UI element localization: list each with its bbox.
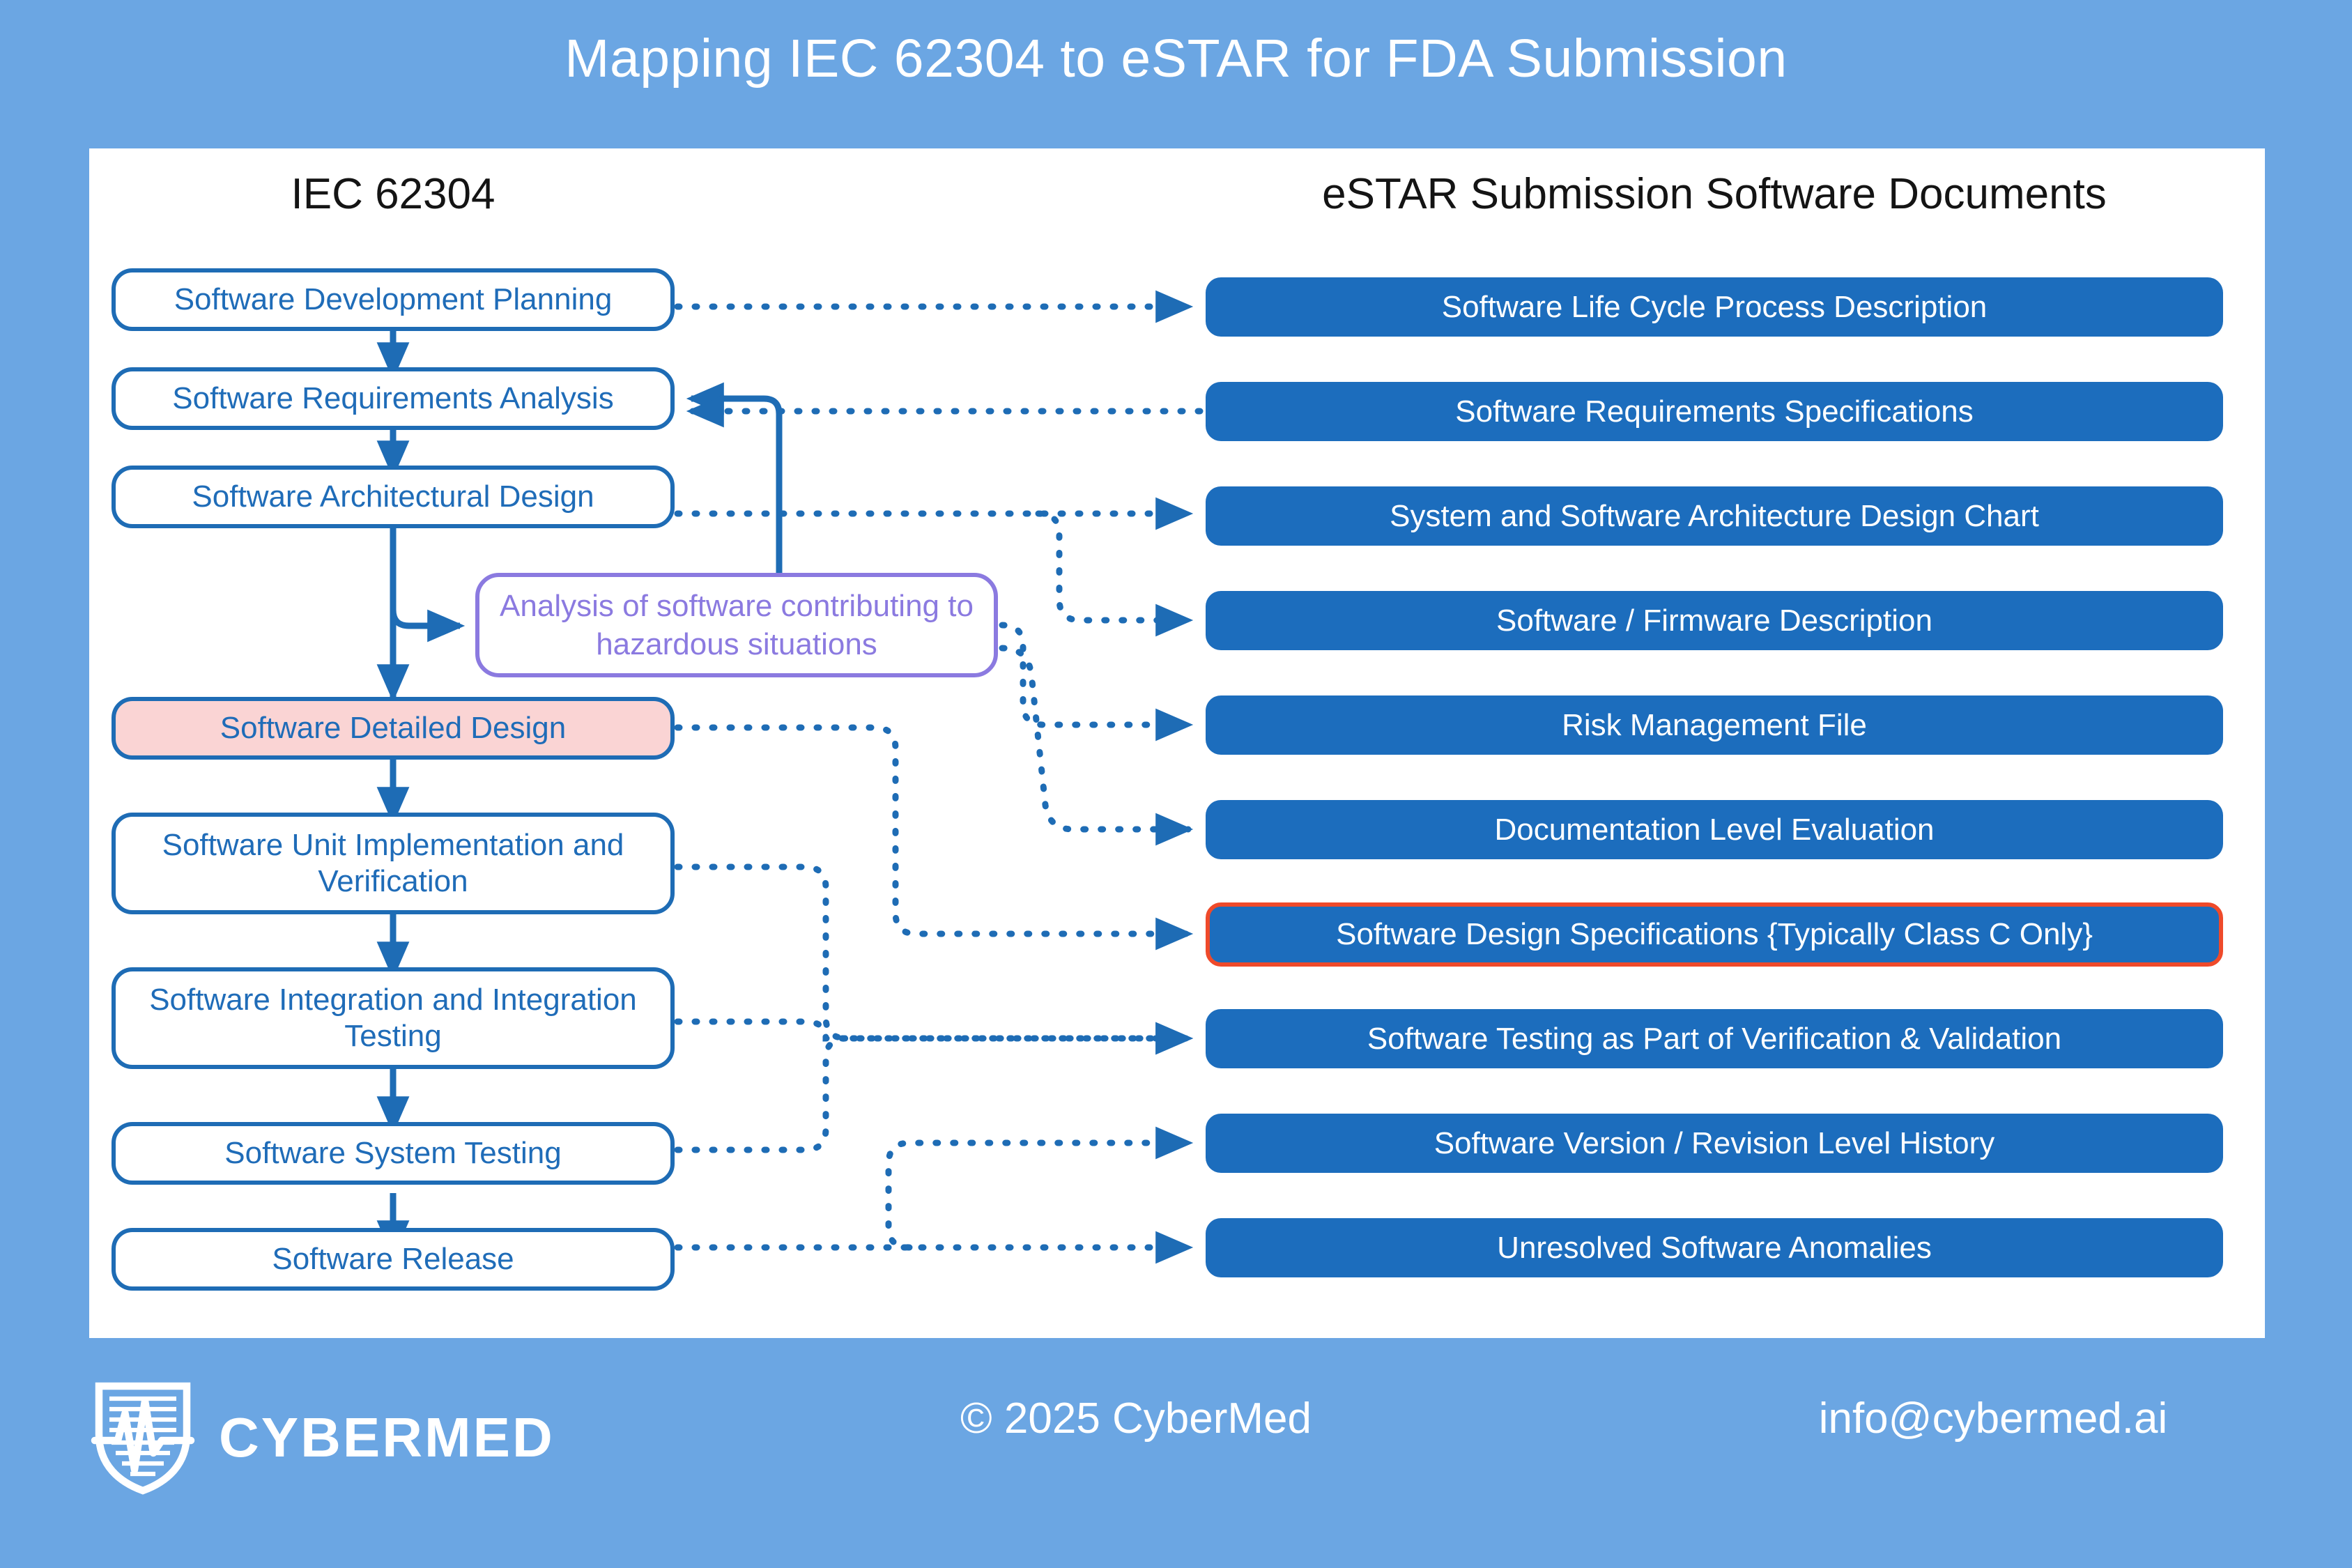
brand-logo: CYBERMED (91, 1380, 555, 1495)
estar-doc-label: Software Design Specifications {Typicall… (1336, 917, 2093, 951)
estar-doc-risk-file[interactable]: Risk Management File (1206, 695, 2223, 755)
estar-doc-design-specs[interactable]: Software Design Specifications {Typicall… (1206, 902, 2223, 967)
estar-doc-label: Software Requirements Specifications (1455, 394, 1974, 429)
iec-stage-requirements[interactable]: Software Requirements Analysis (112, 367, 675, 430)
iec-stage-label: Software Architectural Design (192, 479, 594, 514)
estar-doc-lifecycle[interactable]: Software Life Cycle Process Description (1206, 277, 2223, 337)
iec-stage-unit-implementation[interactable]: Software Unit Implementation and Verific… (112, 813, 675, 914)
column-header-iec: IEC 62304 (291, 170, 495, 218)
iec-stage-integration[interactable]: Software Integration and Integration Tes… (112, 967, 675, 1069)
iec-stage-planning[interactable]: Software Development Planning (112, 268, 675, 331)
brand-name: CYBERMED (219, 1406, 555, 1468)
estar-doc-doc-level[interactable]: Documentation Level Evaluation (1206, 800, 2223, 859)
iec-stage-label: Software Requirements Analysis (172, 381, 614, 416)
estar-doc-label: Software / Firmware Description (1496, 603, 1932, 638)
iec-stage-release[interactable]: Software Release (112, 1228, 675, 1291)
estar-doc-testing[interactable]: Software Testing as Part of Verification… (1206, 1009, 2223, 1068)
estar-doc-srs[interactable]: Software Requirements Specifications (1206, 382, 2223, 441)
contact-email[interactable]: info@cybermed.ai (1818, 1394, 2168, 1443)
estar-doc-label: System and Software Architecture Design … (1390, 498, 2039, 533)
iec-stage-label: Software Development Planning (174, 282, 613, 317)
estar-doc-architecture[interactable]: System and Software Architecture Design … (1206, 486, 2223, 546)
iec-stage-architecture[interactable]: Software Architectural Design (112, 466, 675, 528)
iec-stage-label: Software Detailed Design (220, 711, 567, 746)
estar-doc-anomalies[interactable]: Unresolved Software Anomalies (1206, 1218, 2223, 1277)
estar-doc-label: Documentation Level Evaluation (1494, 812, 1935, 847)
iec-stage-label: Software System Testing (224, 1136, 562, 1171)
hazard-analysis-note-label: Analysis of software contributing to haz… (500, 589, 974, 661)
iec-stage-label: Software Integration and Integration Tes… (149, 983, 637, 1053)
copyright-text: © 2025 CyberMed (960, 1394, 1312, 1443)
column-header-estar: eSTAR Submission Software Documents (1322, 170, 2107, 218)
estar-doc-firmware[interactable]: Software / Firmware Description (1206, 591, 2223, 650)
shield-document-heartbeat-icon (91, 1382, 195, 1495)
iec-stage-detailed-design[interactable]: Software Detailed Design (112, 697, 675, 760)
estar-doc-label: Software Version / Revision Level Histor… (1434, 1125, 1995, 1160)
estar-doc-label: Unresolved Software Anomalies (1497, 1230, 1932, 1265)
footer: CYBERMED © 2025 CyberMed info@cybermed.a… (0, 1366, 2352, 1568)
estar-doc-label: Software Testing as Part of Verification… (1367, 1021, 2062, 1056)
estar-doc-label: Risk Management File (1562, 707, 1867, 742)
hazard-analysis-note[interactable]: Analysis of software contributing to haz… (475, 573, 998, 677)
estar-doc-version[interactable]: Software Version / Revision Level Histor… (1206, 1114, 2223, 1173)
estar-doc-label: Software Life Cycle Process Description (1441, 289, 1988, 324)
iec-stage-label: Software Release (272, 1242, 514, 1277)
iec-stage-system-testing[interactable]: Software System Testing (112, 1122, 675, 1185)
iec-stage-label: Software Unit Implementation and Verific… (162, 828, 624, 898)
page-title: Mapping IEC 62304 to eSTAR for FDA Submi… (564, 29, 1788, 89)
